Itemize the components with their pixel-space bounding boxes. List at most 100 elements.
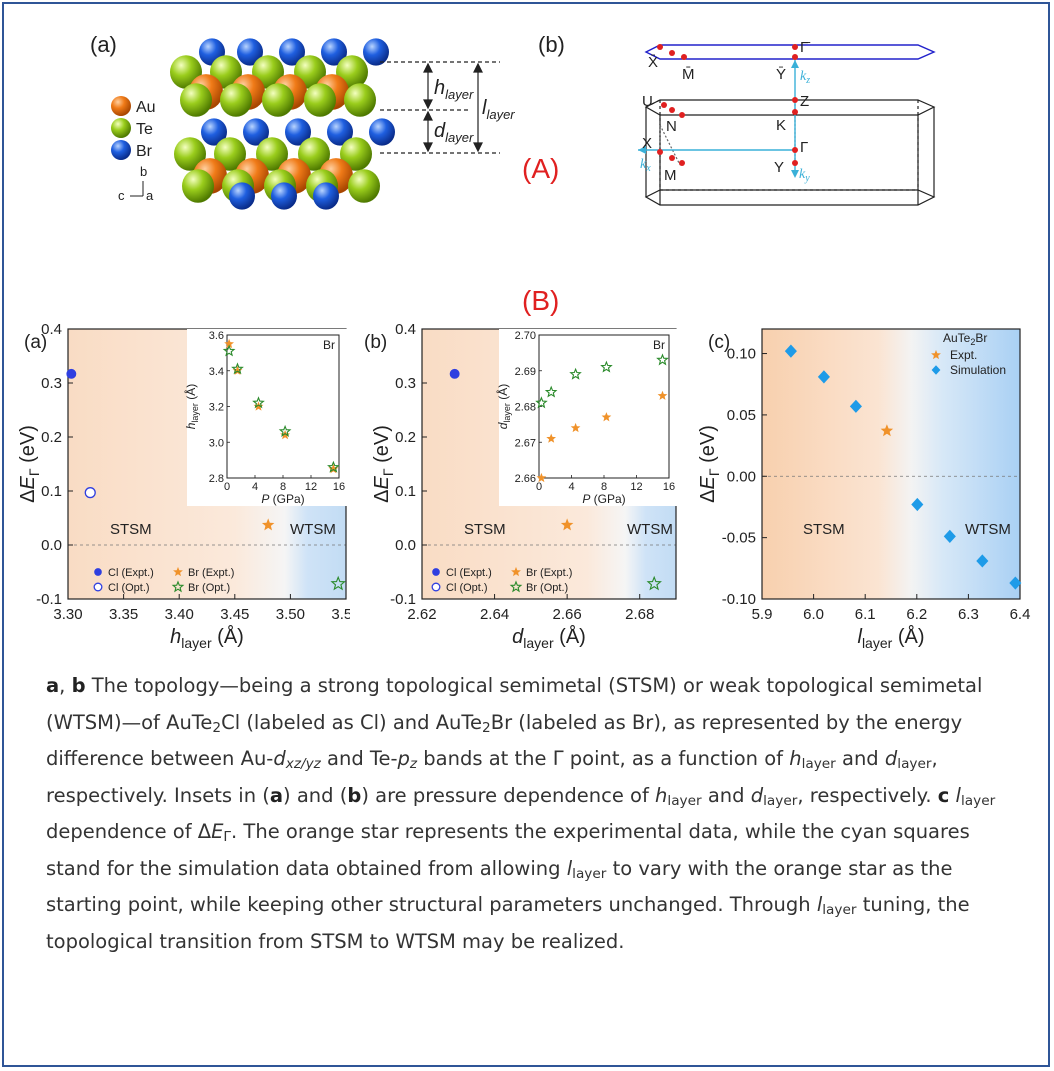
- inset-point-opt: [544, 385, 558, 398]
- inset-y-tick-label: 2.70: [515, 330, 536, 342]
- panel-a-tag: (a): [90, 32, 117, 57]
- panel-b-tag: (b): [538, 32, 565, 57]
- x-tick-label: 3.50: [276, 606, 305, 623]
- atom-te-sphere: [304, 83, 336, 117]
- x-tick-label: 6.2: [906, 606, 927, 623]
- data-point-diamond: [849, 399, 862, 413]
- svg-text:Z: Z: [800, 93, 809, 110]
- legend-label: Br (Opt.): [188, 582, 230, 594]
- inset-point-expt: [253, 401, 264, 411]
- wtsm-region-label: WTSM: [290, 521, 336, 538]
- x-tick-label: 6.4: [1010, 606, 1031, 623]
- inset-x-axis-label: P (GPa): [261, 492, 304, 506]
- atom-br-sphere: [243, 118, 269, 146]
- x-tick-label: 5.9: [752, 606, 773, 623]
- x-tick-label: 6.0: [803, 606, 824, 623]
- y-tick-label: 0.2: [395, 429, 416, 446]
- y-tick-label: 0.2: [41, 429, 62, 446]
- inset-y-axis-label: dlayer (Å): [495, 384, 512, 430]
- legend-marker-open-star: [509, 580, 523, 593]
- legend-marker-expt: [931, 349, 941, 360]
- axis-a-label: a: [146, 188, 154, 203]
- svg-text:Γ̄: Γ̄: [800, 39, 810, 56]
- plot-frame: [761, 328, 1021, 600]
- legend-label: Br (Expt.): [526, 567, 572, 579]
- inset-y-tick-label: 2.8: [209, 473, 224, 485]
- x-tick-label: 2.66: [553, 606, 582, 623]
- plot-panel-tag: (a): [24, 332, 47, 353]
- figure-a-structure: (a) (b) Au Te Br b c a hlayer dlayer lla…: [90, 32, 936, 210]
- x-tick-label: 3.40: [165, 606, 194, 623]
- data-point-open-star: [330, 575, 346, 591]
- y-tick-label: 0.10: [727, 346, 756, 363]
- atom-br-sphere: [271, 182, 297, 210]
- legend-label: Cl (Opt.): [108, 582, 150, 594]
- legend-title: AuTe2Br: [943, 331, 987, 347]
- x-tick-label: 2.62: [407, 606, 436, 623]
- svg-text:kz: kz: [800, 69, 810, 86]
- inset-x-tick-label: 16: [333, 481, 345, 493]
- plot-panel-tag: (c): [708, 332, 730, 353]
- svg-text:U: U: [642, 93, 653, 110]
- legend-label: Expt.: [950, 348, 977, 362]
- legend-marker-open-circle: [93, 582, 103, 592]
- inset-x-tick-label: 8: [280, 481, 286, 493]
- x-tick-label: 2.64: [480, 606, 509, 623]
- bz-points: [657, 44, 798, 166]
- plot-background-gradient: [762, 329, 1020, 599]
- inset-point-expt: [224, 338, 234, 349]
- x-axis-label: llayer (Å): [857, 625, 924, 651]
- legend-marker-open-star: [171, 580, 185, 593]
- atom-te-sphere: [340, 137, 372, 171]
- inset-y-tick-label: 3.0: [209, 437, 224, 449]
- inset-x-tick-label: 8: [601, 481, 607, 493]
- x-tick-label: 3.45: [220, 606, 249, 623]
- y-tick-label: 0.00: [727, 468, 756, 485]
- inset-x-tick-label: 16: [663, 481, 675, 493]
- svg-text:N: N: [666, 118, 677, 135]
- layer-dimension-markers: [380, 61, 500, 154]
- inset-y-tick-label: 2.68: [515, 402, 536, 414]
- inset-point-expt: [328, 464, 339, 474]
- atom-te-sphere: [174, 137, 206, 171]
- legend-marker-filled-star: [511, 566, 521, 577]
- x-tick-label: 3.55: [331, 606, 350, 623]
- d-layer-label: dlayer: [434, 120, 474, 145]
- atom-br-sphere: [201, 118, 227, 146]
- x-tick-label: 6.3: [958, 606, 979, 623]
- svg-text:Y: Y: [774, 159, 784, 176]
- x-tick-label: 2.68: [625, 606, 654, 623]
- legend-marker-filled-circle: [94, 568, 102, 576]
- y-tick-label: 0.3: [395, 375, 416, 392]
- y-tick-label: -0.10: [722, 591, 756, 608]
- atom-br-sphere: [369, 118, 395, 146]
- inset-x-tick-label: 4: [568, 481, 574, 493]
- inset-point-expt: [570, 422, 581, 433]
- te-legend-label: Te: [136, 121, 153, 138]
- figure-caption: a, b The topology—being a strong topolog…: [46, 674, 996, 953]
- y-tick-label: 0.4: [41, 321, 62, 338]
- legend-label: Cl (Expt.): [446, 567, 492, 579]
- y-tick-label: 0.0: [41, 537, 62, 554]
- y-tick-label: -0.1: [390, 591, 416, 608]
- svg-text:Ȳ: Ȳ: [776, 66, 786, 83]
- y-tick-label: 0.05: [727, 407, 756, 424]
- inset-point-opt: [600, 360, 613, 373]
- inset-point-expt: [657, 390, 668, 400]
- au-legend-label: Au: [136, 99, 156, 116]
- l-layer-label: llayer: [482, 97, 515, 122]
- data-point-open-star: [646, 575, 662, 591]
- y-tick-label: -0.05: [722, 530, 756, 547]
- inset-point-opt: [327, 460, 340, 473]
- inset-frame: [226, 334, 340, 479]
- inset-point-opt: [569, 367, 582, 380]
- crystal-structure: [170, 38, 395, 210]
- data-point-diamond: [1009, 576, 1022, 590]
- br-legend-sphere: [111, 140, 131, 160]
- data-point-diamond: [817, 370, 830, 384]
- inset-y-tick-label: 2.69: [515, 366, 536, 378]
- inset-x-tick-label: 0: [536, 481, 542, 493]
- x-tick-label: 6.1: [855, 606, 876, 623]
- inset-x-tick-label: 12: [630, 481, 642, 493]
